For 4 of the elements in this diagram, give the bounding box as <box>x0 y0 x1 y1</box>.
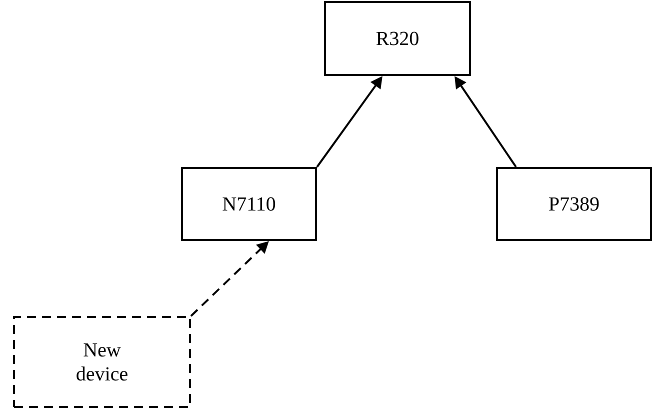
device-box: New device <box>13 316 191 408</box>
device-box: P7389 <box>496 167 652 241</box>
device-box: R320 <box>324 1 471 76</box>
device-box: N7110 <box>181 167 317 241</box>
